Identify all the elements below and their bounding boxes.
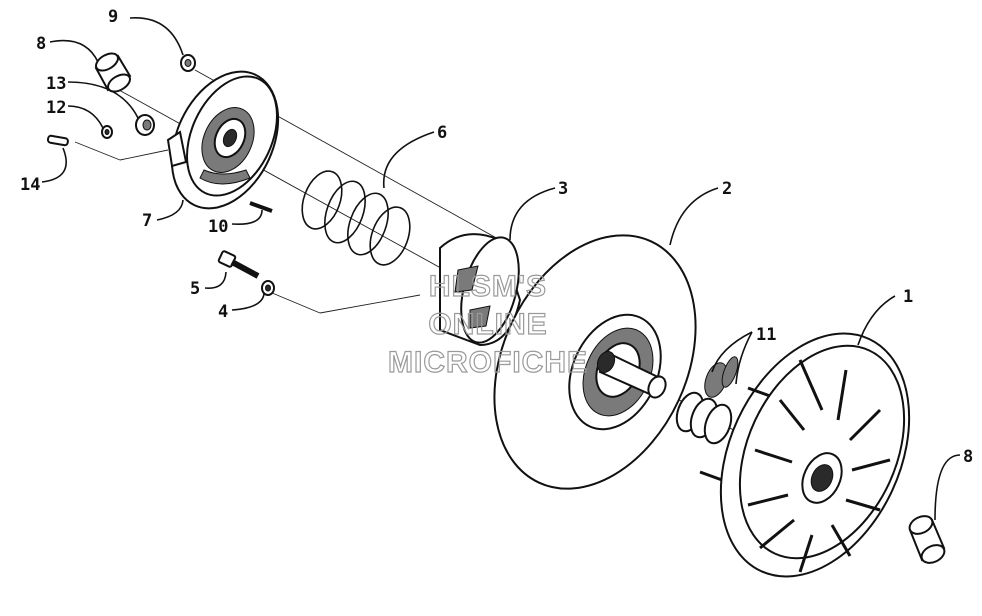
callout-3: 3 xyxy=(558,179,568,199)
callout-11: 11 xyxy=(756,325,776,345)
callout-1: 1 xyxy=(903,287,913,307)
callout-8-right: 8 xyxy=(963,447,973,467)
leader-lines xyxy=(41,17,961,521)
part-1-fixed-sheave xyxy=(699,332,911,578)
part-12-washer xyxy=(101,125,113,139)
callout-labels: 9 8 13 12 14 7 10 6 3 2 1 5 4 11 8 xyxy=(20,7,973,467)
callout-9: 9 xyxy=(108,7,118,27)
callout-5: 5 xyxy=(190,279,200,299)
watermark-line-3: MICROFICHE xyxy=(388,346,588,379)
watermark-line-1: HLSM'S xyxy=(429,270,547,303)
callout-14: 14 xyxy=(20,175,40,195)
part-8-bushing-left xyxy=(94,52,132,93)
watermark: HLSM'S ONLINE MICROFICHE xyxy=(387,269,588,379)
part-9-nut xyxy=(180,54,196,72)
part-14-pin xyxy=(46,134,69,147)
sheave-fins xyxy=(747,359,891,573)
callout-4: 4 xyxy=(218,302,228,322)
callout-8-left: 8 xyxy=(36,34,46,54)
callout-6: 6 xyxy=(437,123,447,143)
part-8-bushing-right xyxy=(908,515,946,564)
part-4-nut xyxy=(261,280,275,296)
part-11-washers xyxy=(675,356,739,445)
part-13-spacer xyxy=(135,114,155,136)
part-6-spring xyxy=(301,170,411,266)
callout-13: 13 xyxy=(46,74,66,94)
part-3-cam xyxy=(439,233,522,347)
part-5-bolt xyxy=(217,250,260,279)
callout-2: 2 xyxy=(722,179,732,199)
part-7-spider-plate xyxy=(166,70,280,210)
callout-12: 12 xyxy=(46,98,66,118)
part-2-moveable-sheave xyxy=(493,234,697,490)
callout-7: 7 xyxy=(142,211,152,231)
callout-10: 10 xyxy=(208,217,228,237)
part-10-pin xyxy=(249,201,273,213)
watermark-line-2: ONLINE xyxy=(428,308,547,341)
